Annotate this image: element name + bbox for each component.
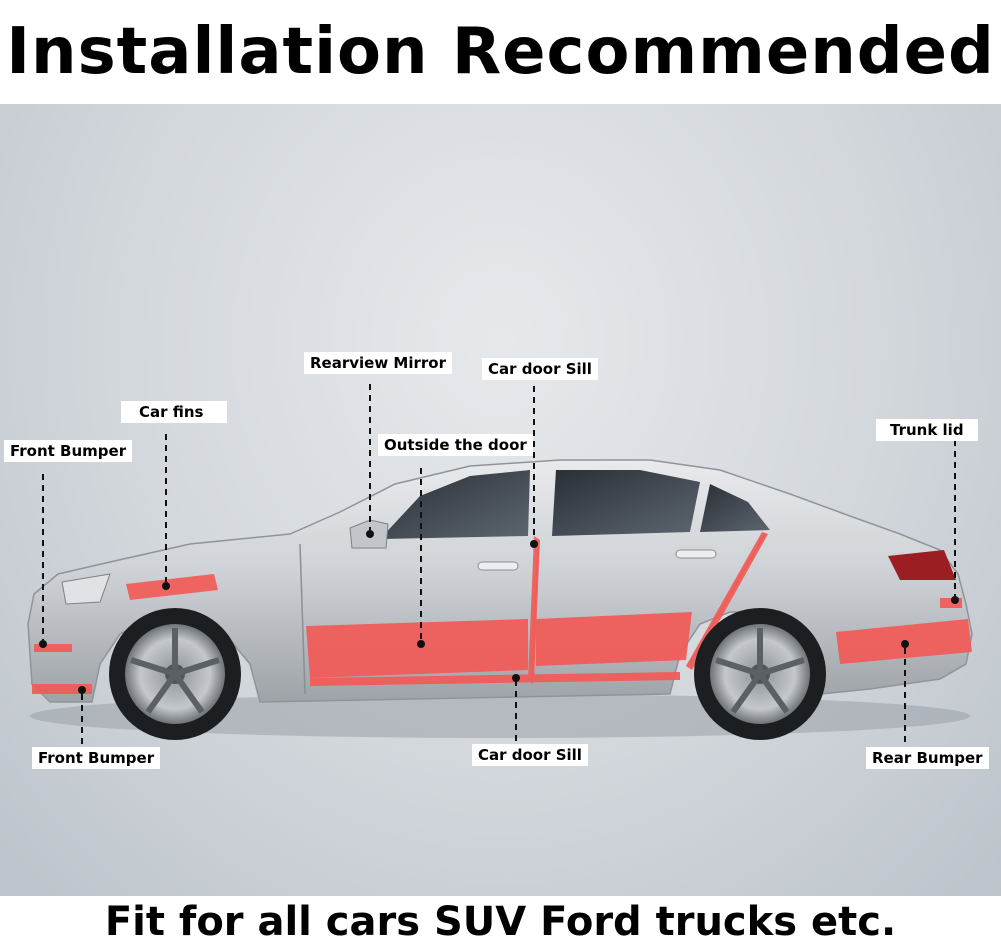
- label-front-bumper-top: Front Bumper: [4, 440, 133, 462]
- label-trunk-lid: Trunk lid: [876, 419, 978, 441]
- label-front-bumper-bottom: Front Bumper: [32, 747, 161, 769]
- taillight: [888, 550, 956, 580]
- car-diagram: Front Bumper Car fins Rearview Mirror Ca…: [0, 104, 1001, 896]
- leader-lines: [42, 384, 956, 748]
- film-car-fins: [126, 574, 218, 600]
- headlight: [61, 573, 111, 605]
- leader-dots: [39, 530, 959, 694]
- label-rear-bumper: Rear Bumper: [866, 747, 989, 769]
- film-rear-door: [536, 612, 692, 666]
- rear-window: [552, 470, 700, 536]
- dot-rearview-mirror: [366, 530, 374, 538]
- door-handle-rear: [675, 549, 717, 559]
- dot-car-door-sill-top: [530, 540, 538, 548]
- dot-front-bumper-top: [39, 640, 47, 648]
- label-rearview-mirror: Rearview Mirror: [304, 352, 452, 374]
- film-front-bumper-bottom: [32, 684, 92, 694]
- quarter-window: [700, 484, 770, 532]
- dot-trunk-lid: [951, 596, 959, 604]
- dot-rear-bumper: [901, 640, 909, 648]
- page-title: Installation Recommended: [6, 15, 995, 89]
- dot-car-door-sill-bottom: [512, 674, 520, 682]
- label-car-door-sill-bottom: Car door Sill: [472, 744, 588, 766]
- dot-outside-door: [417, 640, 425, 648]
- film-door-edge: [528, 536, 540, 682]
- label-car-fins: Car fins: [121, 401, 228, 423]
- dot-front-bumper-bottom: [78, 686, 86, 694]
- car-illustration: [27, 384, 973, 748]
- front-window: [380, 470, 530, 539]
- footer-caption: Fit for all cars SUV Ford trucks etc.: [104, 899, 897, 945]
- film-front-door: [306, 619, 528, 678]
- door-handle-front: [477, 561, 519, 571]
- label-car-door-sill-top: Car door Sill: [482, 358, 598, 380]
- dot-car-fins: [162, 582, 170, 590]
- label-outside-the-door: Outside the door: [378, 434, 533, 456]
- front-wheel: [109, 608, 241, 740]
- door-line-front: [299, 543, 306, 695]
- rear-wheel: [694, 608, 826, 740]
- film-door-sill: [310, 672, 680, 686]
